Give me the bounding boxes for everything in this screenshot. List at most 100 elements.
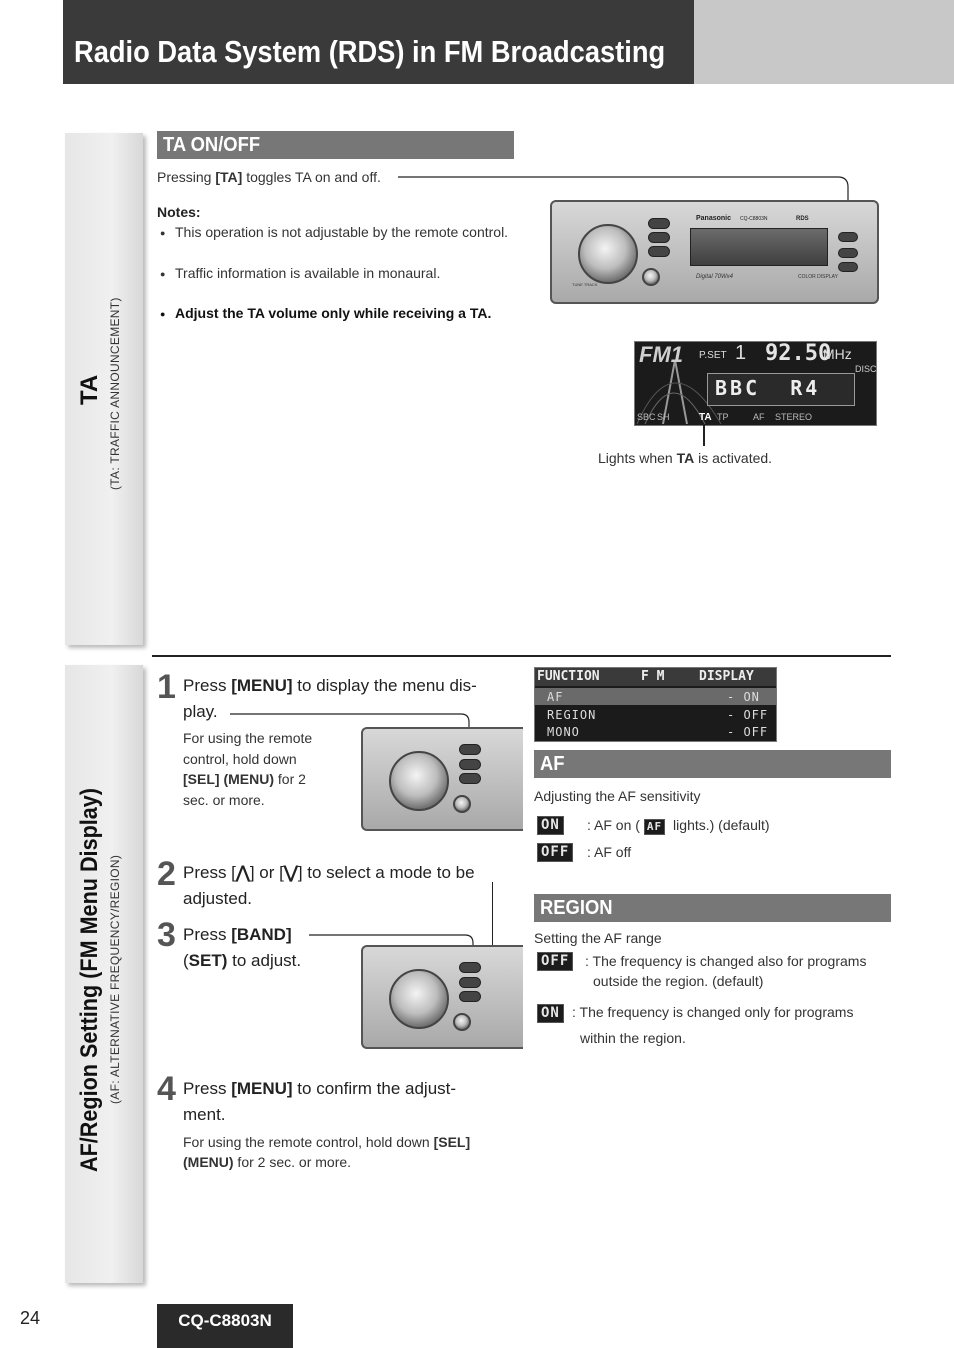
note-item: Adjust the TA volume only while receivin… — [160, 303, 954, 324]
menu-row-af-value: - ON — [727, 690, 760, 704]
menu-header-bar — [535, 668, 776, 686]
note-item: This operation is not adjustable by the … — [160, 222, 954, 243]
fm-lcd-display: FM1 P.SET 1 92.50 MHz DISC BBC R4 SBC SH… — [634, 341, 877, 426]
band-button-icon — [459, 991, 481, 1002]
step-1-note-line2: control, hold down — [183, 751, 297, 767]
unit-display-window — [690, 228, 828, 266]
step-4-number: 4 — [157, 1070, 176, 1108]
menu-row-mono-value: - OFF — [727, 725, 769, 739]
af-off-text: : AF off — [587, 844, 632, 860]
button-icon — [648, 232, 670, 243]
lcd-sh-indicator: SH — [657, 412, 670, 422]
model-badge: CQ-C8803N — [157, 1304, 293, 1348]
volume-knob — [389, 751, 449, 811]
menu-button-icon — [459, 962, 481, 973]
step-3-number: 3 — [157, 916, 176, 954]
region-off-icon: OFF — [537, 952, 574, 971]
fm-menu-lcd: FUNCTION F M DISPLAY AF - ON REGION - OF… — [534, 667, 777, 742]
lcd-station-name: BBC R4 — [715, 376, 821, 400]
step-3-text-line2: (SET) to adjust. — [183, 951, 302, 970]
ta-onoff-heading: TA ON/OFF — [157, 131, 514, 159]
step-1-text-line2: play. — [183, 702, 218, 721]
digital-label: Digital 70Wx4 — [696, 274, 734, 280]
menu-row-mono-label: MONO — [547, 725, 580, 739]
head-unit-partial-2 — [361, 945, 523, 1049]
af-tab-title: AF/Region Setting (FM Menu Display) — [76, 788, 103, 1172]
section-divider — [152, 655, 891, 657]
color-display-label: COLOR DISPLAY — [798, 274, 838, 280]
menu-header-display: DISPLAY — [699, 669, 754, 684]
region-off-text-line2: outside the region. (default) — [593, 973, 764, 989]
step-4-note-line2: (MENU) for 2 sec. or more. — [183, 1154, 352, 1170]
src-button-icon — [838, 248, 858, 258]
lights-pointer-line — [703, 424, 705, 446]
ta-callout-line — [398, 176, 849, 232]
lcd-ta-indicator: TA — [699, 412, 712, 423]
step-2-number: 2 — [157, 855, 176, 893]
tune-label: TUNE TRACK — [572, 282, 598, 287]
page-title: Radio Data System (RDS) in FM Broadcasti… — [74, 34, 666, 69]
lcd-preset-number: 1 — [735, 342, 747, 364]
ta-tab-title: TA — [76, 374, 103, 405]
step-4-text: Press [MENU] to confirm the adjust- — [183, 1079, 457, 1098]
off-icon: OFF — [537, 843, 574, 862]
title-bar-accent — [694, 0, 954, 84]
page-number: 24 — [20, 1308, 41, 1328]
head-unit-illustration: Panasonic CQ-C8803N RDS Digital 70Wx4 CO… — [550, 200, 879, 304]
region-heading: REGION — [534, 894, 891, 922]
step-4-text-line2: ment. — [183, 1105, 226, 1124]
lcd-frequency: 92.50 — [765, 341, 832, 366]
region-off-text-line1: : The frequency is changed also for prog… — [585, 953, 867, 969]
band-button-icon — [459, 773, 481, 784]
af-heading: AF — [534, 750, 891, 778]
lcd-tower-graphic — [636, 359, 722, 425]
menu-button-icon — [459, 744, 481, 755]
af-intro: Adjusting the AF sensitivity — [534, 788, 701, 804]
step-1-note-line4: sec. or more. — [183, 792, 265, 808]
lcd-tp-indicator: TP — [717, 412, 729, 422]
brand-label: Panasonic — [696, 215, 732, 222]
menu-row-region-label: REGION — [547, 708, 597, 722]
button-icon — [459, 759, 481, 770]
step-3-text: Press [BAND] — [183, 925, 292, 944]
small-knob — [453, 795, 471, 813]
menu-header-function: FUNCTION — [537, 669, 600, 684]
updown-callout-line — [492, 882, 494, 997]
rds-logo: RDS — [796, 216, 809, 222]
step-1-note-line1: For using the remote — [183, 730, 313, 746]
step-4-note-line1: For using the remote control, hold down … — [183, 1134, 471, 1150]
lcd-disc-label: DISC — [855, 364, 877, 374]
on-icon: ON — [537, 816, 564, 835]
lcd-pset-label: P.SET — [699, 350, 727, 361]
lcd-station-box — [707, 373, 855, 406]
volume-knob — [578, 224, 638, 284]
ta-press-text: Pressing [TA] toggles TA on and off. — [157, 169, 381, 185]
title-bar — [63, 0, 694, 84]
lcd-sbc-indicator: SBC — [637, 412, 656, 422]
menu-button-icon — [648, 218, 670, 229]
lcd-unit: MHz — [823, 346, 852, 362]
lcd-band: FM1 — [639, 342, 683, 367]
region-intro: Setting the AF range — [534, 930, 662, 946]
notes-label: Notes: — [157, 204, 201, 220]
button-icon — [459, 977, 481, 988]
region-on-text-line1: : The frequency is changed only for prog… — [572, 1004, 854, 1020]
ta-button-icon — [838, 232, 858, 242]
model-small-label: CQ-C8803N — [740, 216, 768, 222]
step-2-text-line2: adjusted. — [183, 889, 252, 908]
head-unit-partial-1 — [361, 727, 523, 831]
menu-row-af-label: AF — [547, 690, 564, 704]
band-button-icon — [648, 246, 670, 257]
af-on-text: : AF on (AF lights.) (default) — [587, 817, 770, 835]
ta-tab-subtitle: (TA: TRAFFIC ANNOUNCEMENT) — [108, 297, 122, 490]
step-2-text: Press [⋀] or [⋁] to select a mode to be — [183, 863, 475, 882]
lights-caption: Lights when TA is activated. — [598, 450, 773, 466]
menu-row-highlight — [535, 688, 776, 705]
step-1-number: 1 — [157, 668, 176, 706]
step-1-note-line3: [SEL] (MENU) for 2 — [183, 771, 306, 787]
band-callout-line — [309, 934, 474, 972]
menu-header-fm: F M — [641, 669, 665, 684]
step-1-text: Press [MENU] to display the menu dis- — [183, 676, 477, 695]
af-indicator-icon: AF — [643, 819, 666, 835]
af-tab-subtitle: (AF: ALTERNATIVE FREQUENCY/REGION) — [108, 854, 122, 1104]
